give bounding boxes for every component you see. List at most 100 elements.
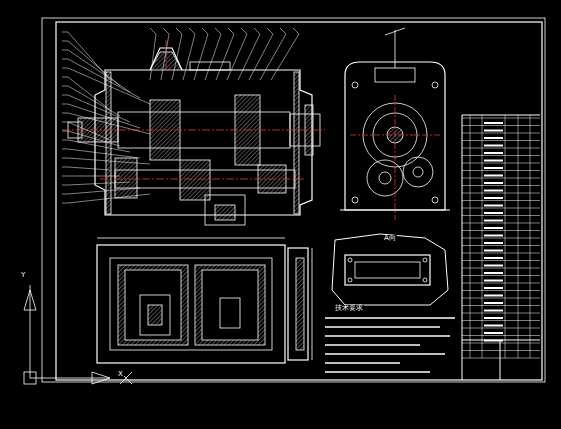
- parts-list-table: [462, 115, 540, 380]
- stroke: [215, 28, 221, 34]
- stroke: [462, 343, 540, 344]
- stroke: [482, 115, 483, 358]
- stroke: [68, 158, 150, 164]
- stroke: [62, 185, 68, 186]
- stroke: [462, 350, 540, 351]
- stroke: [68, 194, 150, 203]
- stroke: [530, 115, 531, 358]
- stroke: [62, 59, 68, 60]
- stroke: [484, 265, 503, 267]
- stroke: [462, 208, 540, 209]
- stroke: [462, 125, 540, 126]
- stroke: [484, 242, 503, 244]
- stroke: [62, 149, 68, 150]
- stroke: [462, 148, 540, 149]
- stroke: [68, 50, 130, 92]
- stroke: [462, 115, 540, 116]
- stroke: [68, 149, 140, 158]
- stroke: [484, 137, 503, 139]
- stroke: [172, 34, 182, 80]
- stroke: [62, 122, 68, 123]
- stroke: [484, 325, 503, 327]
- stroke: [484, 175, 503, 177]
- stroke: [462, 283, 540, 284]
- stroke: [462, 328, 540, 329]
- stroke: [161, 34, 169, 80]
- stroke: [68, 86, 120, 116]
- stroke: [62, 167, 68, 168]
- stroke: [462, 178, 540, 179]
- end-view: [340, 28, 450, 220]
- stroke: [62, 176, 68, 177]
- stroke: [462, 253, 540, 254]
- stroke: [227, 34, 247, 80]
- stroke: [267, 28, 273, 34]
- ucs-icon: [24, 285, 132, 384]
- stroke: [484, 167, 503, 169]
- stroke: [462, 140, 540, 141]
- stroke: [484, 220, 503, 222]
- stroke: [484, 272, 503, 274]
- stroke: [462, 313, 540, 314]
- stroke: [462, 133, 540, 134]
- stroke: [462, 245, 540, 246]
- stroke: [462, 260, 540, 261]
- stroke: [462, 200, 540, 201]
- stroke: [271, 34, 299, 80]
- stroke: [62, 158, 68, 159]
- stroke: [62, 41, 68, 42]
- stroke: [260, 34, 286, 80]
- stroke: [484, 332, 503, 334]
- stroke: [62, 194, 68, 195]
- stroke: [249, 34, 273, 80]
- stroke: [462, 358, 540, 359]
- stroke: [500, 340, 501, 380]
- outer-frame: [42, 18, 545, 382]
- stroke: [484, 295, 503, 297]
- stroke: [62, 95, 68, 96]
- stroke: [194, 34, 208, 80]
- stroke: [484, 190, 503, 192]
- stroke: [462, 320, 540, 321]
- stroke: [325, 326, 440, 328]
- drawing-label: A向: [383, 235, 397, 242]
- stroke: [68, 32, 110, 80]
- stroke: [462, 335, 540, 336]
- stroke: [150, 28, 156, 34]
- requirement-text-lines: [325, 318, 455, 372]
- stroke: [505, 115, 506, 358]
- stroke: [462, 298, 540, 299]
- stroke: [462, 215, 540, 216]
- drawing-label: Y: [20, 272, 26, 279]
- stroke: [238, 34, 260, 80]
- stroke: [68, 95, 130, 122]
- stroke: [484, 160, 503, 162]
- stroke: [462, 118, 540, 119]
- stroke: [462, 170, 540, 171]
- stroke: [462, 305, 540, 306]
- stroke: [68, 167, 110, 170]
- stroke: [462, 193, 540, 194]
- stroke: [484, 227, 503, 229]
- stroke: [68, 68, 150, 104]
- stroke: [484, 250, 503, 252]
- stroke: [484, 182, 503, 184]
- stroke: [484, 257, 503, 259]
- stroke: [325, 371, 430, 373]
- stroke: [62, 104, 68, 105]
- stroke: [183, 34, 195, 80]
- stroke: [462, 275, 540, 276]
- stroke: [241, 28, 247, 34]
- stroke: [484, 212, 503, 214]
- stroke: [216, 34, 234, 80]
- stroke: [325, 344, 420, 346]
- stroke: [228, 28, 234, 34]
- stroke: [462, 155, 540, 156]
- stroke: [484, 287, 503, 289]
- stroke: [484, 130, 503, 132]
- stroke: [484, 317, 503, 319]
- stroke: [68, 131, 120, 146]
- stroke: [470, 115, 471, 358]
- stroke: [150, 34, 156, 80]
